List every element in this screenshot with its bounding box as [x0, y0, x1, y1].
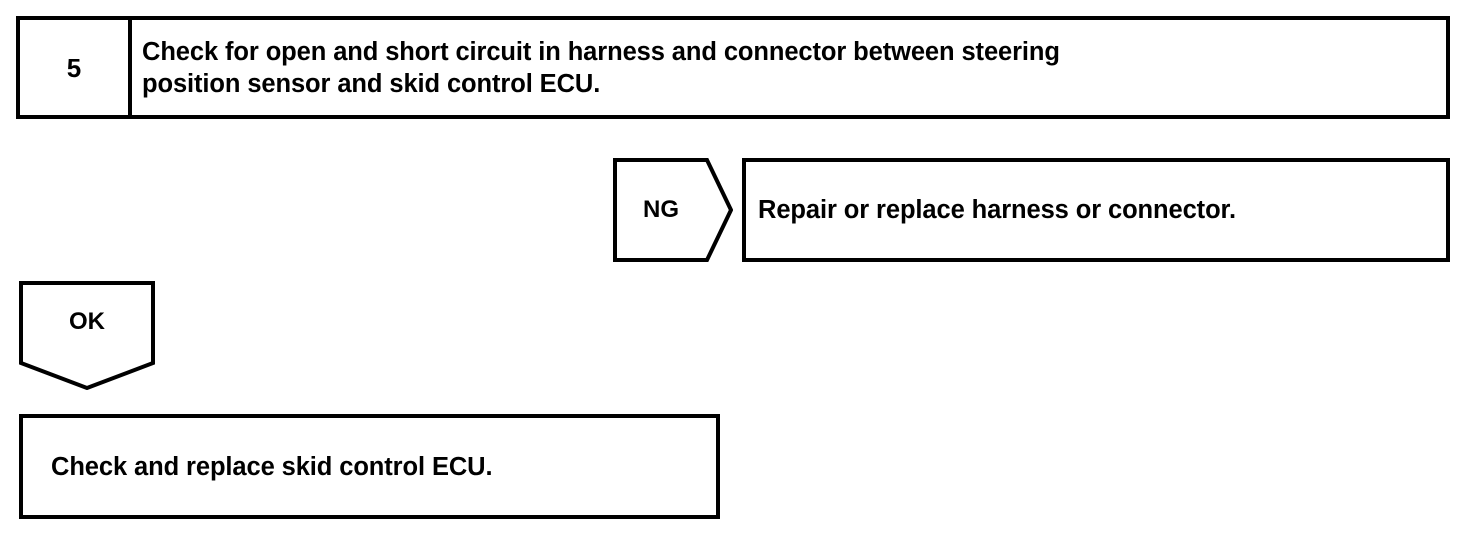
step-number-cell: 5 — [20, 20, 132, 115]
ng-pentagon-shape — [613, 158, 733, 262]
ok-result-box: Check and replace skid control ECU. — [19, 414, 720, 519]
branch-label-ok: OK — [69, 308, 105, 335]
ok-result-text: Check and replace skid control ECU. — [51, 452, 493, 481]
ng-result-box: Repair or replace harness or connector. — [742, 158, 1450, 262]
ng-result-text: Repair or replace harness or connector. — [758, 196, 1236, 224]
step-instruction-cell: Check for open and short circuit in harn… — [132, 20, 1446, 115]
step-instruction-text: Check for open and short circuit in harn… — [142, 37, 1060, 98]
step-number: 5 — [66, 52, 82, 83]
branch-label-ng: NG — [643, 196, 679, 223]
step-row: 5 Check for open and short circuit in ha… — [16, 16, 1450, 119]
branch-tag-ng: NG — [613, 158, 733, 262]
ok-pentagon-shape — [19, 281, 155, 390]
branch-tag-ok: OK — [19, 281, 155, 390]
